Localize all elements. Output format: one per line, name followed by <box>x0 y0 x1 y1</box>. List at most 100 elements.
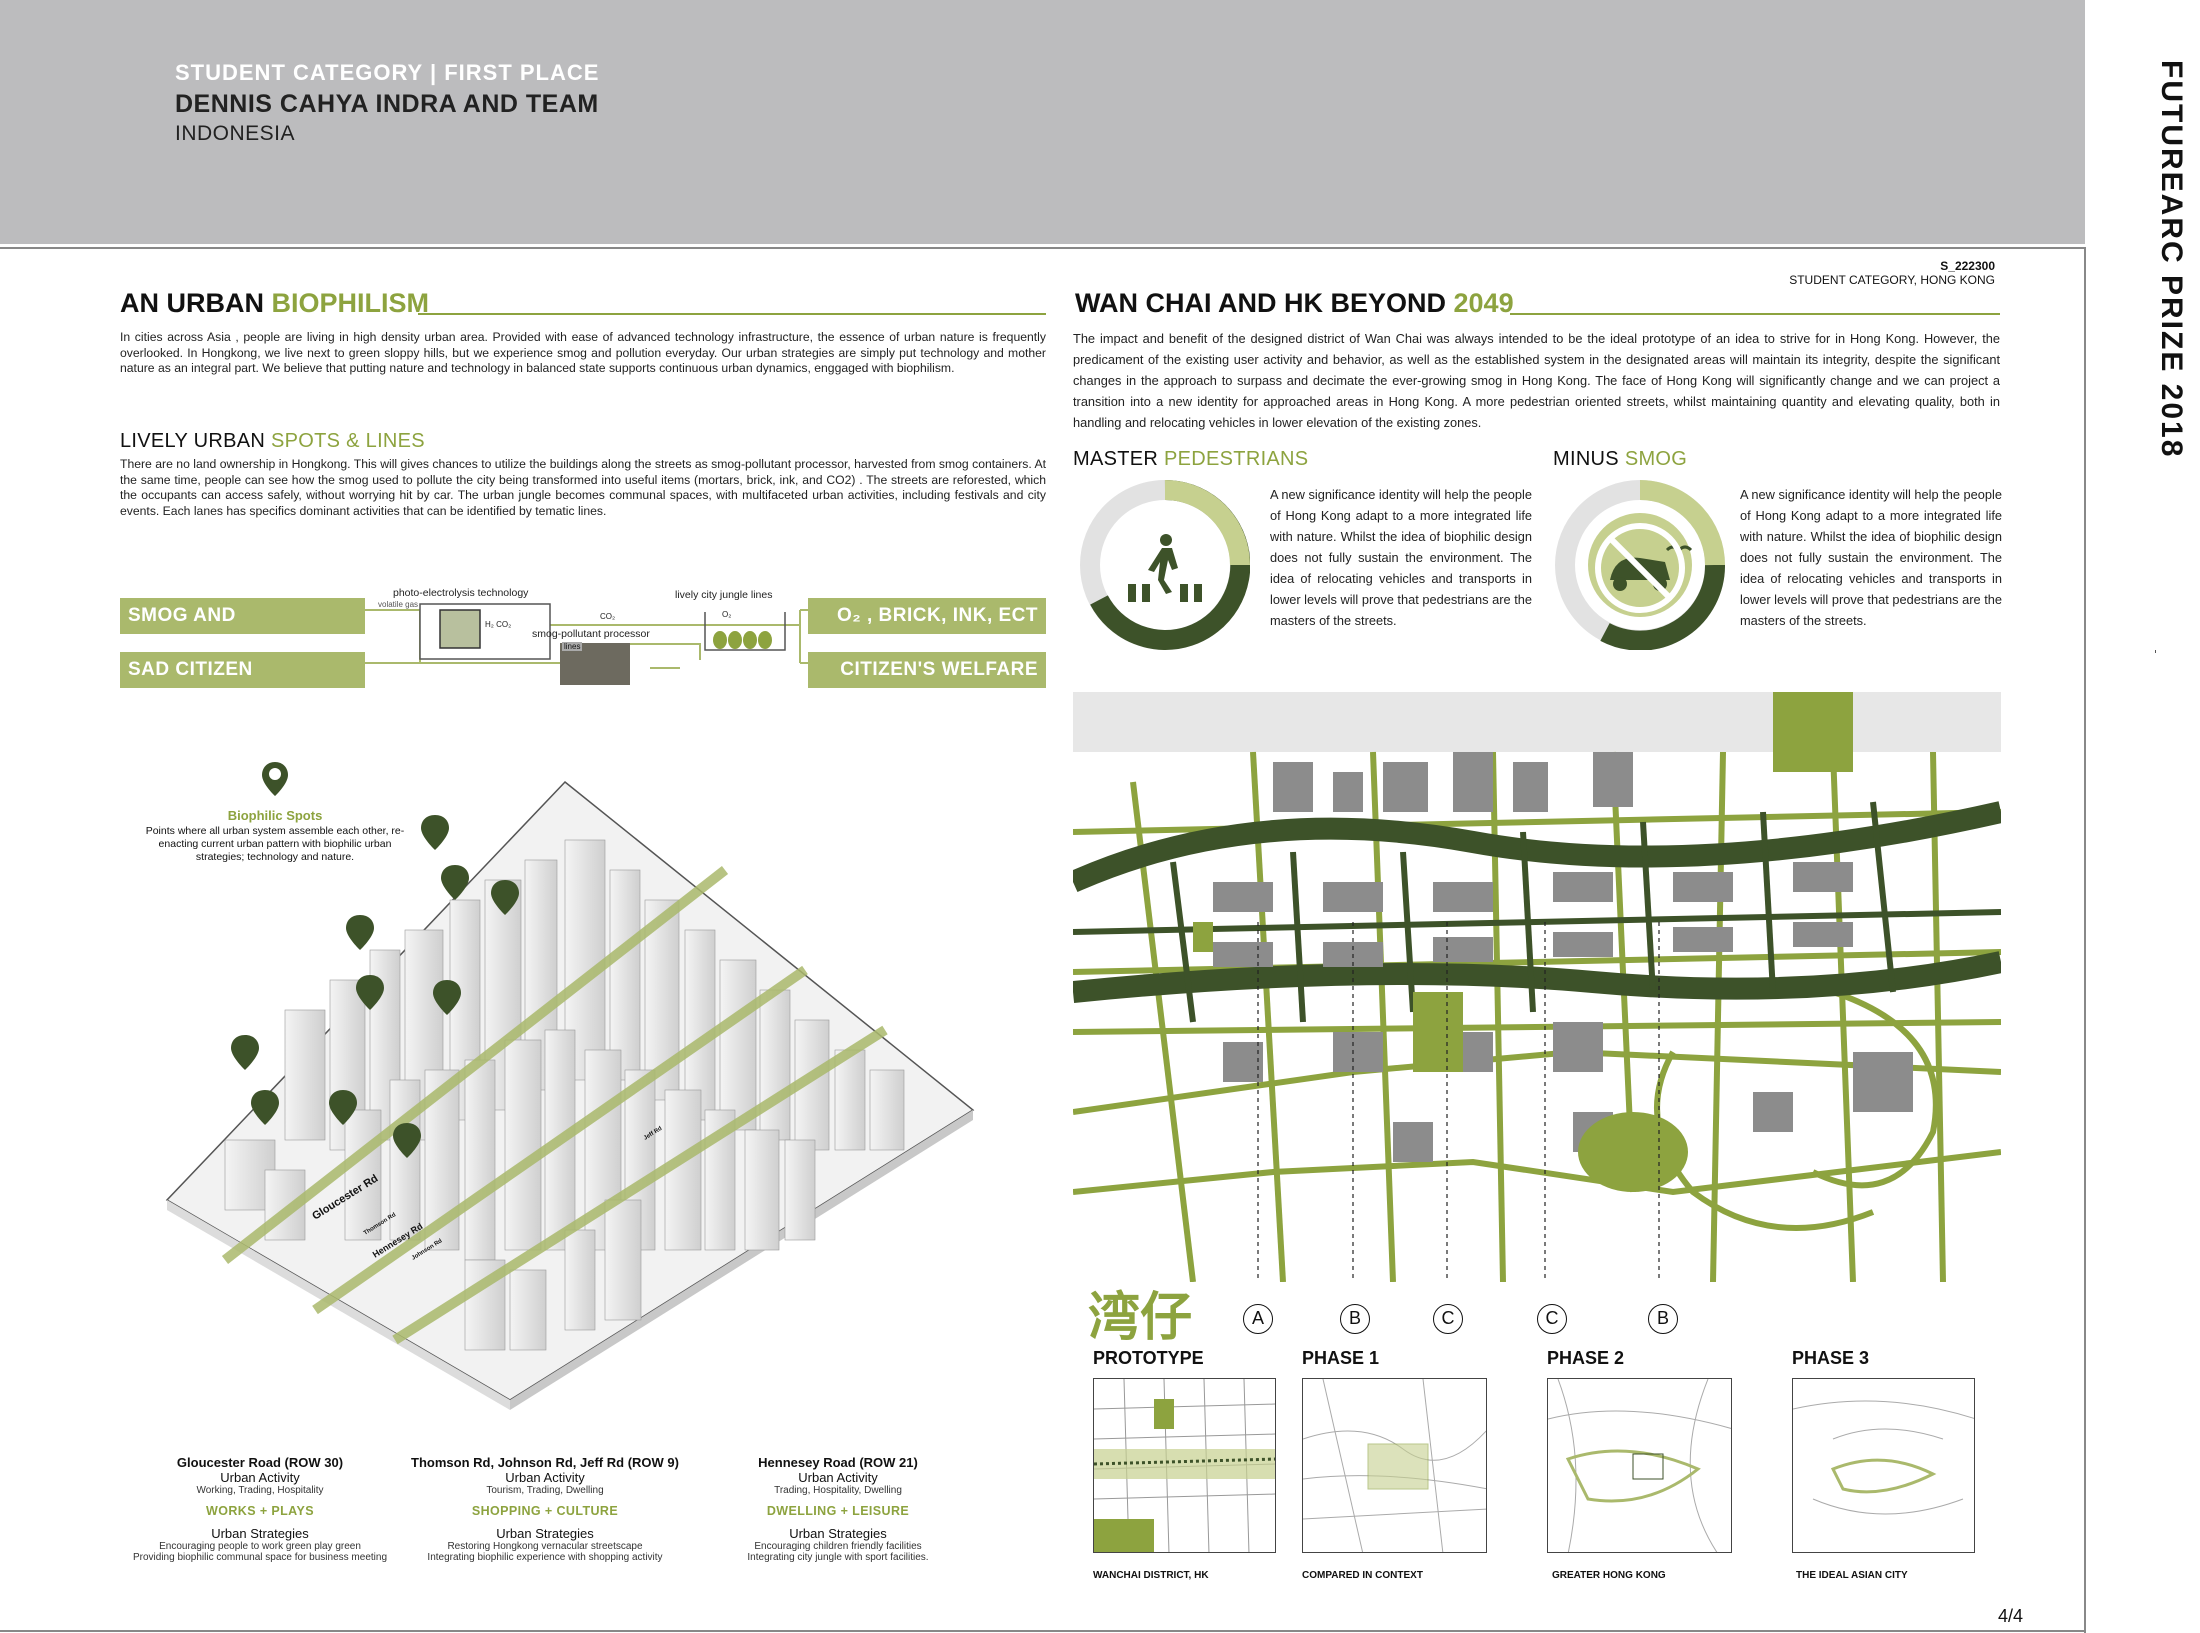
city-base-edge <box>510 1110 973 1410</box>
chinese-district-name: 湾仔 <box>1088 1288 1193 1348</box>
header-band <box>0 0 2085 244</box>
device-core <box>439 609 481 649</box>
road-activity: Tourism, Trading, Dwelling <box>486 1485 604 1496</box>
phase-caption: COMPARED IN CONTEXT <box>1302 1570 1423 1581</box>
side-title-text: FUTUREARC PRIZE 2018 <box>2155 60 2188 459</box>
phase-map-2 <box>1547 1378 1732 1553</box>
phase-caption: THE IDEAL ASIAN CITY <box>1796 1570 1908 1581</box>
left-title-rule <box>418 313 1046 315</box>
map-pins <box>231 815 519 1158</box>
road-name: Thomson Rd, Johnson Rd, Jeff Rd (ROW 9) <box>411 1455 679 1470</box>
road-strategies-label: Urban Strategies <box>789 1526 887 1541</box>
road-activity-label: Urban Activity <box>798 1470 878 1485</box>
label-gas: volatile gas <box>378 600 419 609</box>
pedestrian-icon <box>1128 534 1202 602</box>
secondary-roads <box>1073 801 2001 1023</box>
phase-map-1 <box>1302 1378 1487 1553</box>
left-subtext: There are no land ownership in Hongkong.… <box>120 457 1046 518</box>
road-theme: DWELLING + LEISURE <box>766 1504 910 1518</box>
team-name: DENNIS CAHYA INDRA AND TEAM <box>175 90 599 118</box>
axonometric-city: Gloucester Rd Hennesey Rd Thomson Rd Joh… <box>165 780 975 1410</box>
tag-sad-citizen: SAD CITIZEN <box>120 652 365 688</box>
minus-text: A new significance identity will help th… <box>1740 487 2002 628</box>
road-theme: SHOPPING + CULTURE <box>471 1504 619 1518</box>
section-marker-c: C <box>1433 1304 1463 1334</box>
road-strategy-1: Encouraging children friendly facilities <box>754 1541 922 1552</box>
frame-top <box>0 247 2085 249</box>
phase-map-prototype <box>1093 1378 1276 1553</box>
minus-title: MINUS SMOG <box>1553 448 1687 471</box>
road-activity-label: Urban Activity <box>505 1470 585 1485</box>
section-lines <box>1257 922 1660 1282</box>
road-strategy-1: Encouraging people to work green play gr… <box>159 1541 361 1552</box>
master-title-a: MASTER <box>1073 448 1164 470</box>
harbour-area <box>1073 692 2001 752</box>
tag-welfare: CITIZEN'S WELFARE <box>808 652 1046 688</box>
no-smog-ring-icon <box>1555 480 1725 650</box>
biophilic-text: Points where all urban system assemble e… <box>145 825 405 863</box>
right-title-rule <box>1510 313 2000 315</box>
road-activity: Working, Trading, Hospitality <box>196 1485 324 1496</box>
phase-title: PROTOTYPE <box>1093 1348 1204 1368</box>
meta-category: STUDENT CATEGORY, HONG KONG <box>1789 273 1995 287</box>
master-title-b: PEDESTRIANS <box>1164 448 1309 470</box>
phase-title: PHASE 1 <box>1302 1348 1380 1368</box>
section-marker-c2: C <box>1537 1304 1567 1334</box>
phase-title: PHASE 3 <box>1792 1348 1870 1368</box>
minus-title-b: SMOG <box>1624 448 1688 470</box>
label-processor: smog-pollutant processor <box>532 628 650 640</box>
pedestrian-ring-icon <box>1080 480 1250 650</box>
frame-bottom <box>0 1630 2085 1632</box>
left-intro: In cities across Asia , people are livin… <box>120 330 1046 375</box>
label-co2: CO₂ <box>600 612 616 621</box>
left-subtitle: LIVELY URBAN SPOTS & LINES <box>120 430 425 453</box>
road-name: Gloucester Road (ROW 30) <box>176 1455 344 1470</box>
section-marker-b: B <box>1340 1304 1370 1334</box>
country: INDONESIA <box>175 122 296 145</box>
frame-right <box>2084 247 2086 1633</box>
label-lines: lines <box>562 642 583 651</box>
left-sub-b: SPOTS & LINES <box>271 430 425 452</box>
phase-title: PHASE 2 <box>1547 1348 1625 1368</box>
road-strategy-2: Integrating city jungle with sport facil… <box>747 1552 929 1563</box>
left-title-b: BIOPHILISM <box>271 288 430 318</box>
road-strategy-1: Restoring Hongkong vernacular streetscap… <box>447 1541 643 1552</box>
left-title: AN URBAN BIOPHILISM <box>120 288 429 319</box>
tag-outputs: O₂ , BRICK, INK, ECT <box>808 598 1046 634</box>
no-car-smog-icon <box>1595 523 1693 613</box>
label-h2co2: H₂ CO₂ <box>485 620 512 629</box>
left-title-a: AN URBAN <box>120 288 272 318</box>
road-strategies-label: Urban Strategies <box>496 1526 594 1541</box>
category-line: STUDENT CATEGORY | FIRST PLACE <box>175 60 599 86</box>
main-roads <box>1073 801 2001 1003</box>
right-title-a: WAN CHAI AND HK BEYOND <box>1075 288 1454 318</box>
minus-title-a: MINUS <box>1553 448 1625 470</box>
side-title: FUTUREARC PRIZE 2018 <box>2140 60 2200 458</box>
master-title: MASTER PEDESTRIANS <box>1073 448 1308 471</box>
phase-caption: WANCHAI DISTRICT, HK <box>1093 1570 1209 1581</box>
road-activity-label: Urban Activity <box>220 1470 300 1485</box>
road-col-2: Hennesey Road (ROW 21) Urban Activity Tr… <box>693 1455 983 1563</box>
left-sub-a: LIVELY URBAN <box>120 430 271 452</box>
tag-smog: SMOG AND POLLUTANT <box>120 598 365 662</box>
label-jungle: lively city jungle lines <box>675 589 773 601</box>
page-number: 4/4 <box>1998 1606 2024 1626</box>
side-tick <box>2155 650 2156 653</box>
road-col-0: Gloucester Road (ROW 30) Urban Activity … <box>115 1455 405 1563</box>
right-title-b: 2049 <box>1453 288 1514 318</box>
phase-caption: GREATER HONG KONG <box>1552 1570 1666 1581</box>
biophilic-title: Biophilic Spots <box>227 808 323 823</box>
map-pin-icon <box>262 762 288 796</box>
master-text: A new significance identity will help th… <box>1270 487 1532 628</box>
phase-map-3 <box>1792 1378 1975 1553</box>
city-base-edge <box>167 1200 510 1410</box>
category-place: FIRST PLACE <box>444 60 600 85</box>
road-strategy-2: Integrating biophilic experience with sh… <box>427 1552 663 1563</box>
label-o2: O₂ <box>722 610 732 619</box>
road-strategies-label: Urban Strategies <box>211 1526 309 1541</box>
label-photo: photo-electrolysis technology <box>393 587 529 599</box>
meta-block: S_222300 STUDENT CATEGORY, HONG KONG <box>1600 259 1995 287</box>
right-intro: The impact and benefit of the designed d… <box>1073 331 2000 430</box>
wan-chai-map <box>1073 692 2001 1282</box>
right-title: WAN CHAI AND HK BEYOND 2049 <box>1075 288 1514 319</box>
